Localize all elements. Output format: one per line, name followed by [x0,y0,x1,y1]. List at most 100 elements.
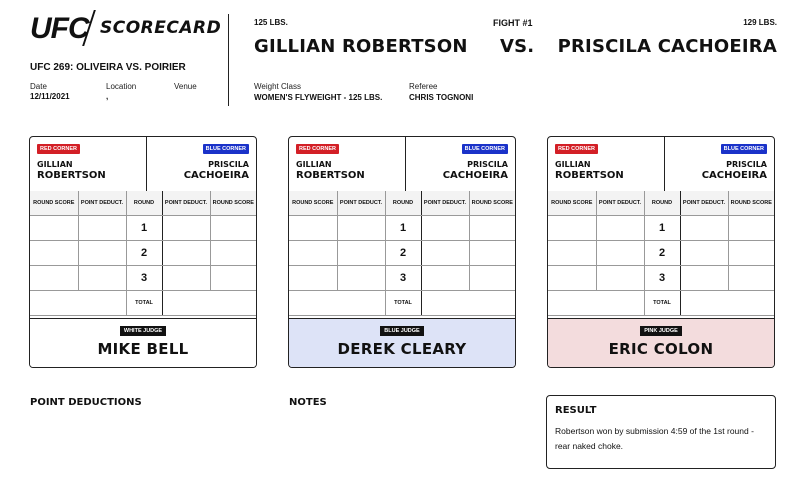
col-round: ROUND [125,191,163,216]
red-first-name: GILLIAN [555,160,591,169]
round-number: 1 [125,215,163,241]
score-header-row: ROUND SCORE POINT DEDUCT. ROUND POINT DE… [289,191,515,216]
referee-value: CHRIS TOGNONI [409,93,474,102]
col-point-deduct: POINT DEDUCT. [595,191,645,216]
red-round-score [289,240,338,266]
col-round-score: ROUND SCORE [727,191,774,216]
red-first-name: GILLIAN [296,160,332,169]
judge-panel: WHITE JUDGE MIKE BELL [30,318,256,367]
round-number: 3 [125,265,163,291]
score-header-row: ROUND SCORE POINT DEDUCT. ROUND POINT DE… [30,191,256,216]
blue-corner-tag: BLUE CORNER [720,144,767,154]
col-point-deduct: POINT DEDUCT. [77,191,127,216]
round-row: 2 [289,240,515,266]
point-deductions-heading: POINT DEDUCTIONS [30,397,142,408]
score-table: ROUND SCORE POINT DEDUCT. ROUND POINT DE… [548,191,774,316]
blue-corner-name: PRISCILA CACHOEIRA [184,159,249,181]
blue-point-deduct [420,215,470,241]
ufc-logo: UFC [30,12,90,45]
blue-last-name: CACHOEIRA [701,170,767,181]
red-fighter-name: GILLIAN ROBERTSON [254,36,468,57]
col-round: ROUND [643,191,681,216]
blue-round-score [209,215,256,241]
score-table: ROUND SCORE POINT DEDUCT. ROUND POINT DE… [289,191,515,316]
blue-weight: 129 LBS. [743,18,777,27]
vs-label: VS. [500,36,535,57]
round-row: 1 [548,215,774,241]
red-total [548,290,645,316]
red-first-name: GILLIAN [37,160,73,169]
col-point-deduct: POINT DEDUCT. [679,191,729,216]
blue-total [161,290,256,316]
round-number: 2 [384,240,422,266]
red-corner-name: GILLIAN ROBERTSON [37,159,106,181]
blue-corner-name: PRISCILA CACHOEIRA [702,159,767,181]
round-number: 2 [125,240,163,266]
blue-point-deduct [420,240,470,266]
judge-label: BLUE JUDGE [380,326,424,336]
col-point-deduct: POINT DEDUCT. [420,191,470,216]
col-point-deduct: POINT DEDUCT. [336,191,386,216]
red-point-deduct [595,240,645,266]
round-number: 3 [384,265,422,291]
location-value: , [106,92,109,101]
blue-last-name: CACHOEIRA [183,170,249,181]
round-row: 3 [548,265,774,291]
location-label: Location [106,82,137,91]
corner-divider [664,137,665,191]
red-point-deduct [336,215,386,241]
red-round-score [548,265,597,291]
blue-corner-tag: BLUE CORNER [202,144,249,154]
round-number: 3 [643,265,681,291]
date-label: Date [30,82,47,91]
red-point-deduct [77,215,127,241]
blue-point-deduct [420,265,470,291]
total-row: TOTAL [289,290,515,316]
red-corner-tag: RED CORNER [555,144,598,154]
red-weight: 125 LBS. [254,18,288,27]
red-last-name: ROBERTSON [555,170,624,181]
notes-heading: NOTES [289,397,327,408]
judge-panel: BLUE JUDGE DEREK CLEARY [289,318,515,367]
judge-panel: PINK JUDGE ERIC COLON [548,318,774,367]
red-corner-name: GILLIAN ROBERTSON [555,159,624,181]
blue-round-score [468,215,515,241]
blue-point-deduct [679,240,729,266]
judge-name: MIKE BELL [97,340,189,358]
col-round-score: ROUND SCORE [30,191,79,216]
card-header: RED CORNER BLUE CORNER GILLIAN ROBERTSON… [289,137,515,192]
round-row: 2 [30,240,256,266]
red-corner-tag: RED CORNER [296,144,339,154]
blue-point-deduct [679,265,729,291]
red-last-name: ROBERTSON [296,170,365,181]
weight-class-label: Weight Class [254,82,301,91]
header-separator [228,14,229,106]
card-header: RED CORNER BLUE CORNER GILLIAN ROBERTSON… [30,137,256,192]
blue-last-name: CACHOEIRA [442,170,508,181]
col-round: ROUND [384,191,422,216]
scorecard-judge: RED CORNER BLUE CORNER GILLIAN ROBERTSON… [547,136,775,368]
red-round-score [30,215,79,241]
score-table: ROUND SCORE POINT DEDUCT. ROUND POINT DE… [30,191,256,316]
red-point-deduct [595,215,645,241]
blue-point-deduct [161,265,211,291]
round-row: 2 [548,240,774,266]
total-label: TOTAL [643,290,681,316]
judge-name: DEREK CLEARY [337,340,467,358]
round-number: 2 [643,240,681,266]
judge-name: ERIC COLON [608,340,714,358]
red-point-deduct [77,265,127,291]
red-round-score [548,240,597,266]
red-point-deduct [77,240,127,266]
weight-class-value: WOMEN'S FLYWEIGHT - 125 LBS. [254,93,383,102]
blue-first-name: PRISCILA [208,160,249,169]
col-round-score: ROUND SCORE [209,191,256,216]
event-title: UFC 269: OLIVEIRA VS. POIRIER [30,62,186,73]
blue-total [679,290,774,316]
round-row: 3 [30,265,256,291]
referee-label: Referee [409,82,438,91]
red-corner-name: GILLIAN ROBERTSON [296,159,365,181]
total-label: TOTAL [125,290,163,316]
col-point-deduct: POINT DEDUCT. [161,191,211,216]
blue-corner-tag: BLUE CORNER [461,144,508,154]
